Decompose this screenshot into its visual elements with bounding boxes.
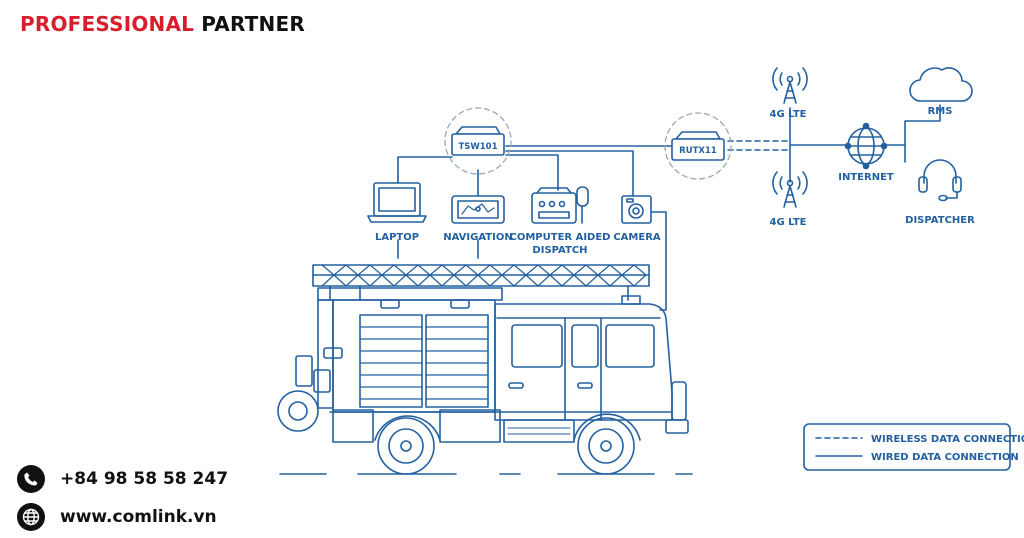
- dispatcher-label: DISPATCHER: [905, 215, 975, 226]
- brand-professional: PROFESSIONAL: [20, 12, 195, 36]
- cloud-icon: [909, 67, 973, 102]
- switch-label: TSW101: [458, 142, 497, 152]
- phone-contact: +84 98 58 58 247: [17, 465, 228, 493]
- navigation-label: NAVIGATION: [443, 232, 512, 243]
- legend-box: [803, 423, 1011, 471]
- wireless-connections: [727, 140, 791, 151]
- cad-label-line2: DISPATCH: [532, 245, 587, 256]
- rms-label: RMS: [928, 106, 953, 117]
- cad-label-line1: COMPUTER AIDED: [510, 232, 611, 243]
- lte-tower-top-icon: [772, 67, 808, 104]
- legend: WIRELESS DATA CONNECTION WIRED DATA CONN…: [803, 423, 1024, 471]
- lte-top-label: 4G LTE: [769, 109, 806, 120]
- phone-icon: [17, 465, 45, 493]
- camera-label: CAMERA: [613, 232, 661, 243]
- laptop-label: LAPTOP: [375, 232, 419, 243]
- camera-icon: [621, 195, 652, 224]
- website-link[interactable]: www.comlink.vn: [60, 507, 217, 527]
- router-label: RUTX11: [679, 146, 717, 156]
- lte-bottom-label: 4G LTE: [769, 217, 806, 228]
- lte-tower-bottom-icon: [772, 171, 808, 208]
- legend-wireless-label: WIRELESS DATA CONNECTION: [871, 434, 1024, 445]
- phone-number[interactable]: +84 98 58 58 247: [60, 469, 229, 489]
- globe-icon: [844, 122, 888, 170]
- radio-icon: [531, 186, 589, 224]
- laptop-icon: [367, 182, 427, 223]
- headset-icon: [918, 159, 962, 202]
- router-node: RUTX11: [664, 112, 732, 180]
- website-contact: www.comlink.vn: [17, 503, 217, 531]
- brand-title: PROFESSIONAL PARTNER: [20, 12, 305, 36]
- navigation-icon: [451, 195, 505, 224]
- globe-small-icon: [17, 503, 45, 531]
- switch-node: TSW101: [444, 107, 512, 175]
- internet-label: INTERNET: [838, 172, 894, 183]
- router-dashed-circle: [664, 112, 732, 180]
- fire-truck-illustration: [277, 264, 693, 475]
- switch-dashed-circle: [444, 107, 512, 175]
- brand-partner: PARTNER: [201, 12, 305, 36]
- legend-wired-label: WIRED DATA CONNECTION: [871, 452, 1019, 463]
